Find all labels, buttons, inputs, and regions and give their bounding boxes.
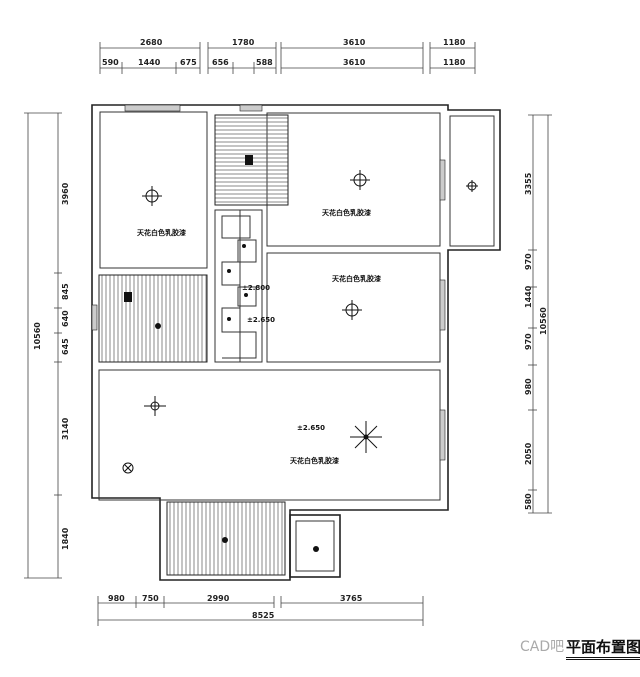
ceiling-light-icon bbox=[466, 180, 478, 192]
elevation-label: ±2.650 bbox=[297, 424, 325, 432]
dim-bottom: 3765 bbox=[340, 594, 363, 603]
corridor-cabinets bbox=[221, 210, 257, 362]
dim-right: 970 bbox=[524, 333, 533, 350]
chandelier-icon bbox=[144, 396, 166, 416]
dim-top: 588 bbox=[256, 58, 273, 67]
bathroom-hatch bbox=[98, 274, 208, 363]
dim-left-total: 10560 bbox=[33, 322, 42, 350]
dim-top: 3610 bbox=[343, 38, 366, 47]
ceiling-light-icon bbox=[350, 170, 370, 190]
dim-top: 1780 bbox=[232, 38, 255, 47]
ceiling-light-icon bbox=[342, 300, 362, 320]
downlight-icon bbox=[124, 155, 319, 552]
dim-left: 640 bbox=[61, 310, 70, 327]
dim-right-total: 10560 bbox=[539, 307, 548, 335]
dim-top: 2680 bbox=[140, 38, 163, 47]
elevation-label: ±2.650 bbox=[247, 316, 275, 324]
dim-top: 1180 bbox=[443, 38, 466, 47]
room-label: 天花白色乳胶漆 bbox=[332, 274, 381, 283]
dim-left: 3140 bbox=[61, 417, 70, 440]
ceiling-light-icon bbox=[142, 186, 162, 206]
elevation-label: ±2.800 bbox=[242, 284, 270, 292]
top-dimension-lines bbox=[99, 42, 476, 74]
dim-top: 1440 bbox=[138, 58, 161, 67]
dim-right: 980 bbox=[524, 378, 533, 395]
dim-right: 580 bbox=[524, 493, 533, 510]
dim-top: 1180 bbox=[443, 58, 466, 67]
dim-right: 970 bbox=[524, 253, 533, 270]
bottom-dimension-lines bbox=[97, 596, 424, 626]
dim-bottom: 980 bbox=[108, 594, 125, 603]
dim-right: 1440 bbox=[524, 285, 533, 308]
dim-right: 2050 bbox=[524, 442, 533, 465]
watermark: CAD吧 bbox=[520, 639, 565, 655]
room-label: 天花白色乳胶漆 bbox=[290, 456, 339, 465]
chandelier-icon bbox=[350, 421, 382, 453]
dim-bottom: 750 bbox=[142, 594, 159, 603]
dim-left: 3960 bbox=[61, 182, 70, 205]
dim-bottom: 2990 bbox=[207, 594, 230, 603]
downlight-icon bbox=[122, 462, 134, 474]
dim-bottom-total: 8525 bbox=[252, 611, 275, 620]
dim-right: 3355 bbox=[524, 172, 533, 195]
dim-left: 845 bbox=[61, 283, 70, 300]
dim-top: 675 bbox=[180, 58, 197, 67]
left-dimension-lines bbox=[24, 112, 62, 579]
dim-top: 3610 bbox=[343, 58, 366, 67]
room-label: 天花白色乳胶漆 bbox=[137, 228, 186, 237]
drawing-title: 平面布置图 bbox=[566, 636, 640, 660]
dim-top: 656 bbox=[212, 58, 229, 67]
dim-left: 1840 bbox=[61, 527, 70, 550]
dim-left: 645 bbox=[61, 338, 70, 355]
right-dimension-lines bbox=[528, 114, 552, 514]
dim-top: 590 bbox=[102, 58, 119, 67]
room-label: 天花白色乳胶漆 bbox=[322, 208, 371, 217]
